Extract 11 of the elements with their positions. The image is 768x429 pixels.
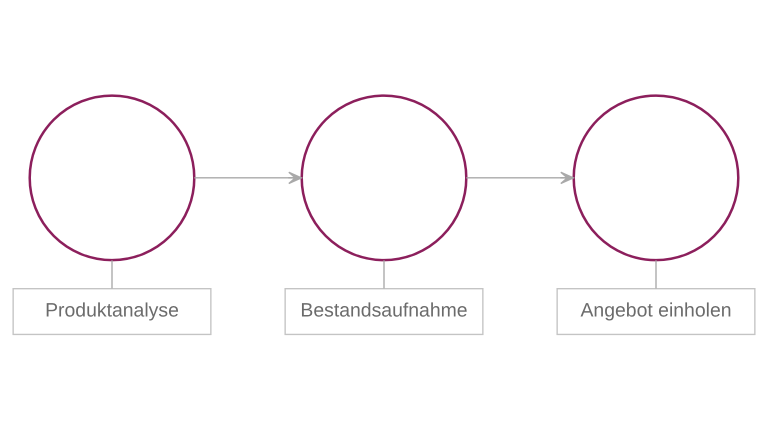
node-circle: [572, 94, 740, 261]
node-box: Bestandsaufnahme: [284, 288, 484, 335]
node-circle: [28, 94, 196, 261]
node-circle: [300, 94, 468, 261]
arrow: [194, 171, 302, 184]
node-box: Angebot einholen: [556, 288, 756, 335]
connector: [383, 260, 385, 288]
arrow: [466, 171, 574, 184]
connector: [655, 260, 657, 288]
connector: [111, 260, 113, 288]
node-box: Produktanalyse: [12, 288, 212, 335]
